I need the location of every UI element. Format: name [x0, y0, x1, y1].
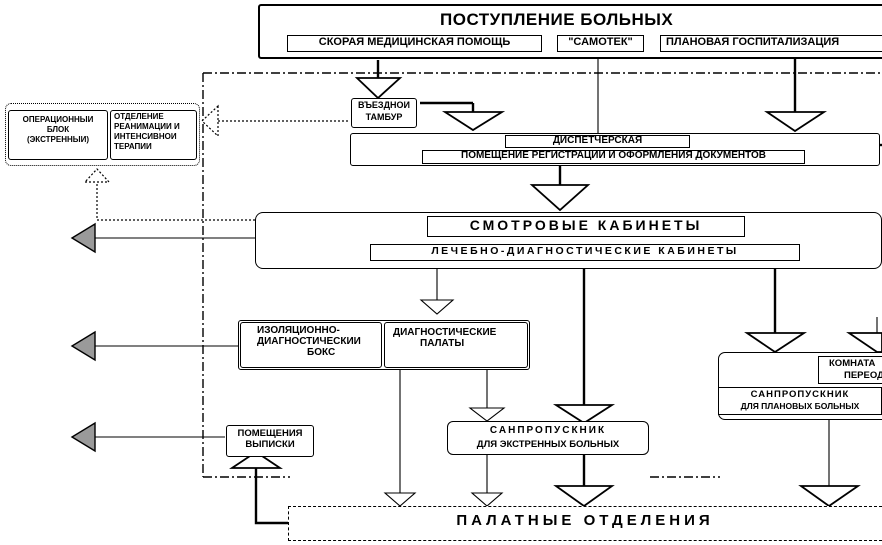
dispatcher-label: ДИСПЕТЧЕРСКАЯ — [552, 136, 643, 146]
arrow-down — [744, 332, 808, 354]
planned-sanitary-box — [718, 387, 882, 415]
registration-label-box — [422, 150, 805, 164]
arrow-down — [419, 299, 455, 315]
dotted-arrowheads — [83, 104, 219, 183]
walkin-source — [557, 35, 644, 52]
operating-block — [8, 110, 108, 160]
arrow-down — [354, 77, 403, 100]
arrow-down — [552, 404, 616, 425]
diagnostic-wards-box — [384, 322, 528, 368]
arrow-left — [70, 330, 96, 362]
icu-box — [110, 110, 197, 160]
arrow-down — [468, 407, 506, 422]
arrow-down — [798, 485, 861, 508]
left-arrows — [70, 222, 96, 453]
discharge-rooms-box — [226, 425, 314, 457]
dotted-flows — [96, 120, 350, 221]
treatment-rooms-label-box — [370, 244, 800, 261]
planned-sanitary-line-1: САНПРОПУСКНИК — [750, 390, 850, 400]
icu-line-3: ИНТЕНСИВНОЙ — [114, 133, 177, 141]
admission-title: ПОСТУПЛЕНИЕ БОЛЬНЫХ — [440, 11, 674, 29]
emergency-sanitary-line-2: ДЛЯ ЭКСТРЕННЫХ БОЛЬНЫХ — [476, 440, 620, 450]
arrow-down — [529, 184, 591, 212]
isolation-box-line-3: БОКС — [307, 348, 336, 358]
registration-label: ПОМЕЩЕНИЕ РЕГИСТРАЦИИ И ОФОРМЛЕНИЯ ДОКУМ… — [461, 151, 766, 161]
thin-flows — [95, 58, 878, 493]
dispatcher-box — [505, 135, 690, 148]
arrow-down — [553, 485, 615, 508]
operating-block-line-3: (ЭКСТРЕННЫЙ) — [26, 136, 90, 144]
diagnostic-wards-line-2: ПАЛАТЫ — [420, 339, 465, 349]
isolation-box-line-1: ИЗОЛЯЦИОННО- — [257, 326, 340, 336]
arrow-down — [846, 332, 882, 353]
arrow-left — [70, 421, 96, 453]
changing-room-line-2: ПЕРЕОДЕ — [844, 371, 882, 381]
emergency-sanitary-line-1: САНПРОПУСКНИК — [489, 426, 607, 436]
diagnostic-wards-line-1: ДИАГНОСТИЧЕСКИЕ — [393, 328, 497, 338]
exam-rooms-label: СМОТРОВЫЕ КАБИНЕТЫ — [469, 218, 703, 233]
ambulance-label: СКОРАЯ МЕДИЦИНСКАЯ ПОМОЩЬ — [318, 37, 511, 48]
arrow-left — [201, 104, 219, 138]
planned-label: ПЛАНОВАЯ ГОСПИТАЛИЗАЦИЯ — [666, 37, 840, 48]
arrow-down — [764, 111, 828, 133]
isolation-box-line-2: ДИАГНОСТИЧЕСКИЙ — [257, 337, 361, 347]
admission-boundary — [202, 72, 882, 478]
entry-vestibule-line-1: ВЪЕЗДНОЙ — [358, 101, 410, 110]
treatment-rooms-label: ЛЕЧЕБНО-ДИАГНОСТИЧЕСКИЕ КАБИНЕТЫ — [431, 246, 739, 257]
changing-room-box — [818, 356, 882, 384]
changing-room-line-1: КОМНАТА — [829, 359, 876, 369]
entry-vestibule — [351, 98, 417, 128]
exam-rooms-label-box — [427, 216, 745, 237]
planned-source — [660, 35, 882, 52]
icu-line-2: РЕАНИМАЦИИ И — [114, 123, 180, 131]
arrow-down — [441, 111, 506, 132]
discharge-rooms-line-2: ВЫПИСКИ — [245, 440, 295, 450]
operating-block-line-1: ОПЕРАЦИОННЫЙ — [22, 116, 94, 124]
arrow-up — [83, 168, 111, 183]
arrow-up — [229, 450, 283, 469]
arrow-down — [470, 492, 504, 507]
icu-line-4: ТЕРАПИИ — [114, 143, 152, 151]
discharge-rooms-line-1: ПОМЕЩЕНИЯ — [237, 429, 303, 439]
wards-label: ПАЛАТНЫЕ ОТДЕЛЕНИЯ — [456, 513, 714, 529]
planned-sanitary-line-2: ДЛЯ ПЛАНОВЫХ БОЛЬНЫХ — [740, 402, 860, 411]
emergency-sanitary-box — [447, 421, 649, 455]
walkin-label: "САМОТЕК" — [568, 37, 633, 48]
entry-vestibule-line-2: ТАМБУР — [365, 113, 403, 122]
arrowheads — [229, 77, 882, 508]
arrow-left — [70, 222, 96, 254]
wards-box — [288, 506, 882, 541]
isolation-box — [240, 322, 382, 368]
arrow-down — [383, 492, 417, 507]
ambulance-source — [287, 35, 542, 52]
operating-block-line-2: БЛОК — [46, 126, 70, 134]
icu-line-1: ОТДЕЛЕНИЕ — [114, 113, 164, 121]
